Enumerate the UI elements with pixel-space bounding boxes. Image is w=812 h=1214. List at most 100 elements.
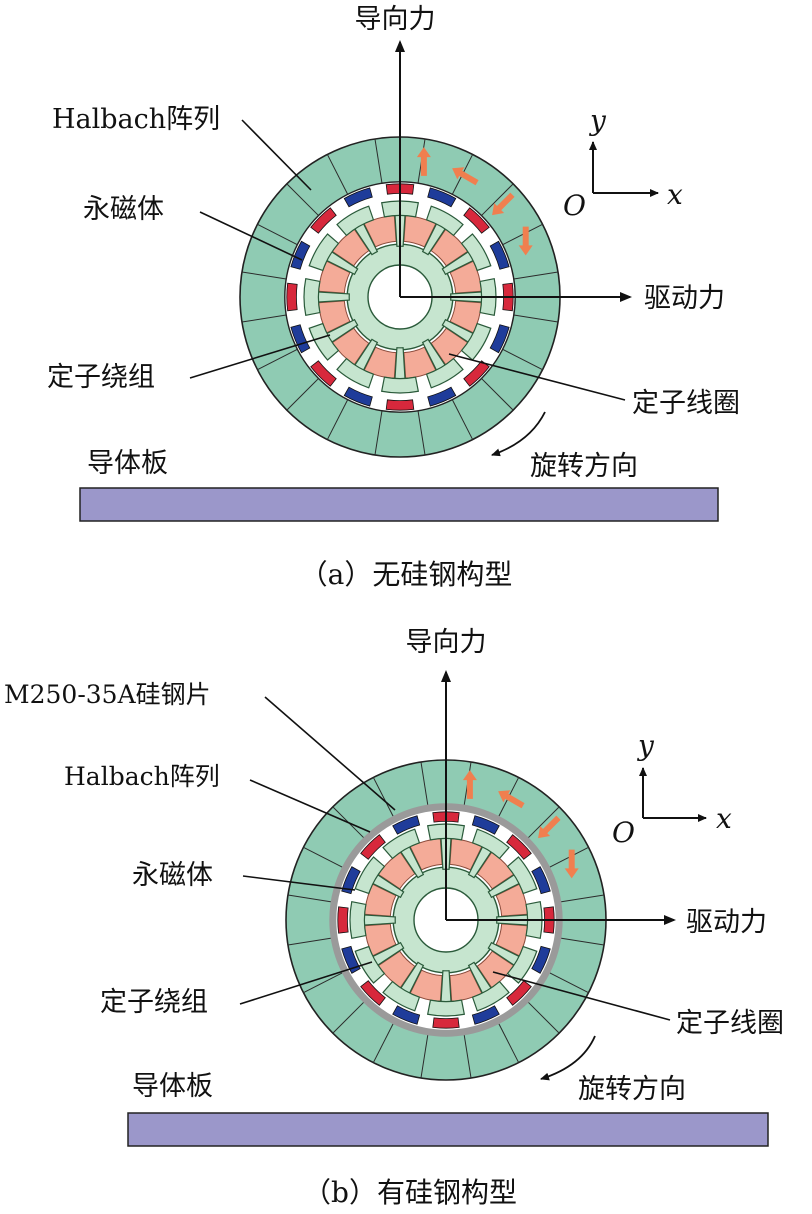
halbach-segment-line bbox=[372, 777, 395, 818]
rotation-label-a: 旋转方向 bbox=[530, 451, 638, 482]
stator-tooth-tip bbox=[382, 828, 421, 860]
magnet-leader-a bbox=[199, 211, 303, 261]
halbach-segment-line bbox=[372, 1022, 395, 1063]
stator-tooth-tip bbox=[382, 980, 421, 1012]
halbach-segment-line bbox=[497, 1022, 520, 1063]
magnetization-arrowhead bbox=[462, 770, 477, 781]
stator-tooth-tip bbox=[354, 856, 386, 895]
origin-label-a: O bbox=[563, 189, 586, 222]
permanent-magnet bbox=[310, 207, 337, 234]
stator-tooth-tip bbox=[303, 277, 321, 317]
magnetization-arrowhead bbox=[538, 826, 551, 839]
steel-sheet-leader-b bbox=[264, 696, 396, 811]
stator-tooth-tip bbox=[506, 856, 538, 895]
halbach-segment-line bbox=[286, 378, 319, 411]
permanent-magnet bbox=[385, 399, 415, 411]
stator-tooth-tip bbox=[506, 945, 538, 984]
halbach-segment-line bbox=[548, 971, 589, 994]
magnet-label-a: 永磁体 bbox=[83, 194, 164, 225]
halbach-segment-line bbox=[420, 761, 429, 807]
stator-tooth-tip bbox=[425, 205, 464, 237]
permanent-magnet bbox=[360, 834, 386, 860]
magnet-label-b: 永磁体 bbox=[132, 860, 213, 891]
halbach-segment-line bbox=[481, 183, 514, 216]
rotation-label-b: 旋转方向 bbox=[578, 1074, 686, 1105]
permanent-magnet bbox=[337, 906, 349, 934]
stator-coil-label-b: 定子线圈 bbox=[676, 1008, 784, 1039]
magnetization-arrowhead bbox=[498, 790, 511, 803]
permanent-magnet bbox=[463, 207, 490, 234]
steel-sheet-label-b: M250-35A硅钢片 bbox=[4, 680, 211, 709]
conductor-plate-label-a: 导体板 bbox=[87, 448, 168, 479]
permanent-magnet bbox=[392, 1005, 421, 1025]
permanent-magnet bbox=[392, 815, 421, 835]
magnetization-arrowhead bbox=[492, 203, 505, 216]
stator-tooth-tip bbox=[471, 828, 510, 860]
permanent-magnet bbox=[427, 187, 457, 208]
halbach-segment-line bbox=[559, 894, 605, 903]
halbach-segment-line bbox=[326, 399, 349, 440]
stator-tooth-tip bbox=[471, 980, 510, 1012]
permanent-magnet bbox=[432, 1017, 460, 1029]
stator-winding-leader-a bbox=[189, 334, 331, 379]
permanent-magnet bbox=[341, 866, 361, 895]
halbach-segment-line bbox=[241, 271, 287, 280]
halbach-segment-line bbox=[527, 1001, 560, 1034]
stator-winding-leader-b bbox=[239, 961, 373, 1005]
drive-force-label-b: 驱动力 bbox=[686, 907, 767, 938]
halbach-segment-line bbox=[451, 399, 474, 440]
halbach-segment-line bbox=[326, 154, 349, 195]
stator-coil-leader-a bbox=[448, 353, 626, 401]
permanent-magnet bbox=[310, 360, 337, 387]
halbach-segment-line bbox=[513, 314, 559, 323]
permanent-magnet bbox=[427, 386, 457, 407]
stator-coil-leader-b bbox=[492, 971, 671, 1021]
permanent-magnet bbox=[463, 360, 490, 387]
rotation-arrow-b bbox=[540, 1035, 596, 1081]
stator-tooth-tip bbox=[425, 357, 464, 389]
axis-y-label-b: y bbox=[636, 729, 655, 762]
figure-b: y x O 导向力 驱动力 M250-35A硅钢片 Halbach阵列 永磁体 … bbox=[4, 627, 784, 1209]
guide-force-label-b: 导向力 bbox=[406, 627, 487, 658]
halbach-leader-b bbox=[249, 779, 371, 833]
caption-b: （b）有硅钢构型 bbox=[303, 1176, 517, 1209]
permanent-magnet bbox=[290, 324, 311, 354]
figure-a: y x O 导向力 驱动力 Halbach阵列 永磁体 定子绕组 定子线圈 导体… bbox=[47, 4, 740, 591]
stator-tooth-tip bbox=[308, 233, 340, 272]
halbach-segment-line bbox=[513, 271, 559, 280]
halbach-leader-a bbox=[241, 119, 312, 191]
conductor-plate-a bbox=[79, 487, 719, 522]
permanent-magnet bbox=[360, 980, 386, 1006]
permanent-magnet bbox=[343, 386, 373, 407]
halbach-segment-line bbox=[481, 378, 514, 411]
permanent-magnet bbox=[489, 324, 510, 354]
stator-tooth-tip bbox=[426, 999, 466, 1017]
stator-tooth-tip bbox=[460, 322, 492, 361]
stator-winding-label-a: 定子绕组 bbox=[47, 362, 155, 393]
magnetization-arrowhead bbox=[564, 868, 579, 879]
halbach-segment-line bbox=[241, 314, 287, 323]
stator-tooth-tip bbox=[349, 900, 367, 940]
permanent-magnet bbox=[489, 240, 510, 270]
halbach-segment-line bbox=[420, 1033, 429, 1079]
stator-coil-label-a: 定子线圈 bbox=[632, 388, 740, 419]
halbach-segment-line bbox=[417, 410, 426, 456]
caption-a: （a）无硅钢构型 bbox=[300, 558, 513, 591]
magnetization-arrowhead bbox=[452, 167, 465, 180]
axis-y-label-a: y bbox=[588, 104, 607, 137]
drive-force-label-a: 驱动力 bbox=[644, 283, 725, 314]
axis-x-label-b: x bbox=[716, 802, 732, 835]
halbach-segment-line bbox=[287, 894, 333, 903]
origin-label-b: O bbox=[612, 816, 635, 849]
permanent-magnet bbox=[471, 815, 500, 835]
permanent-magnet bbox=[506, 834, 532, 860]
conductor-plate-b bbox=[127, 1112, 769, 1147]
permanent-magnet bbox=[471, 1005, 500, 1025]
magnet-leader-b bbox=[242, 875, 356, 891]
halbach-segment-line bbox=[303, 846, 344, 869]
stator-tooth-tip bbox=[460, 233, 492, 272]
permanent-magnet bbox=[531, 945, 551, 974]
halbach-segment-line bbox=[257, 348, 298, 371]
halbach-segment-line bbox=[548, 846, 589, 869]
